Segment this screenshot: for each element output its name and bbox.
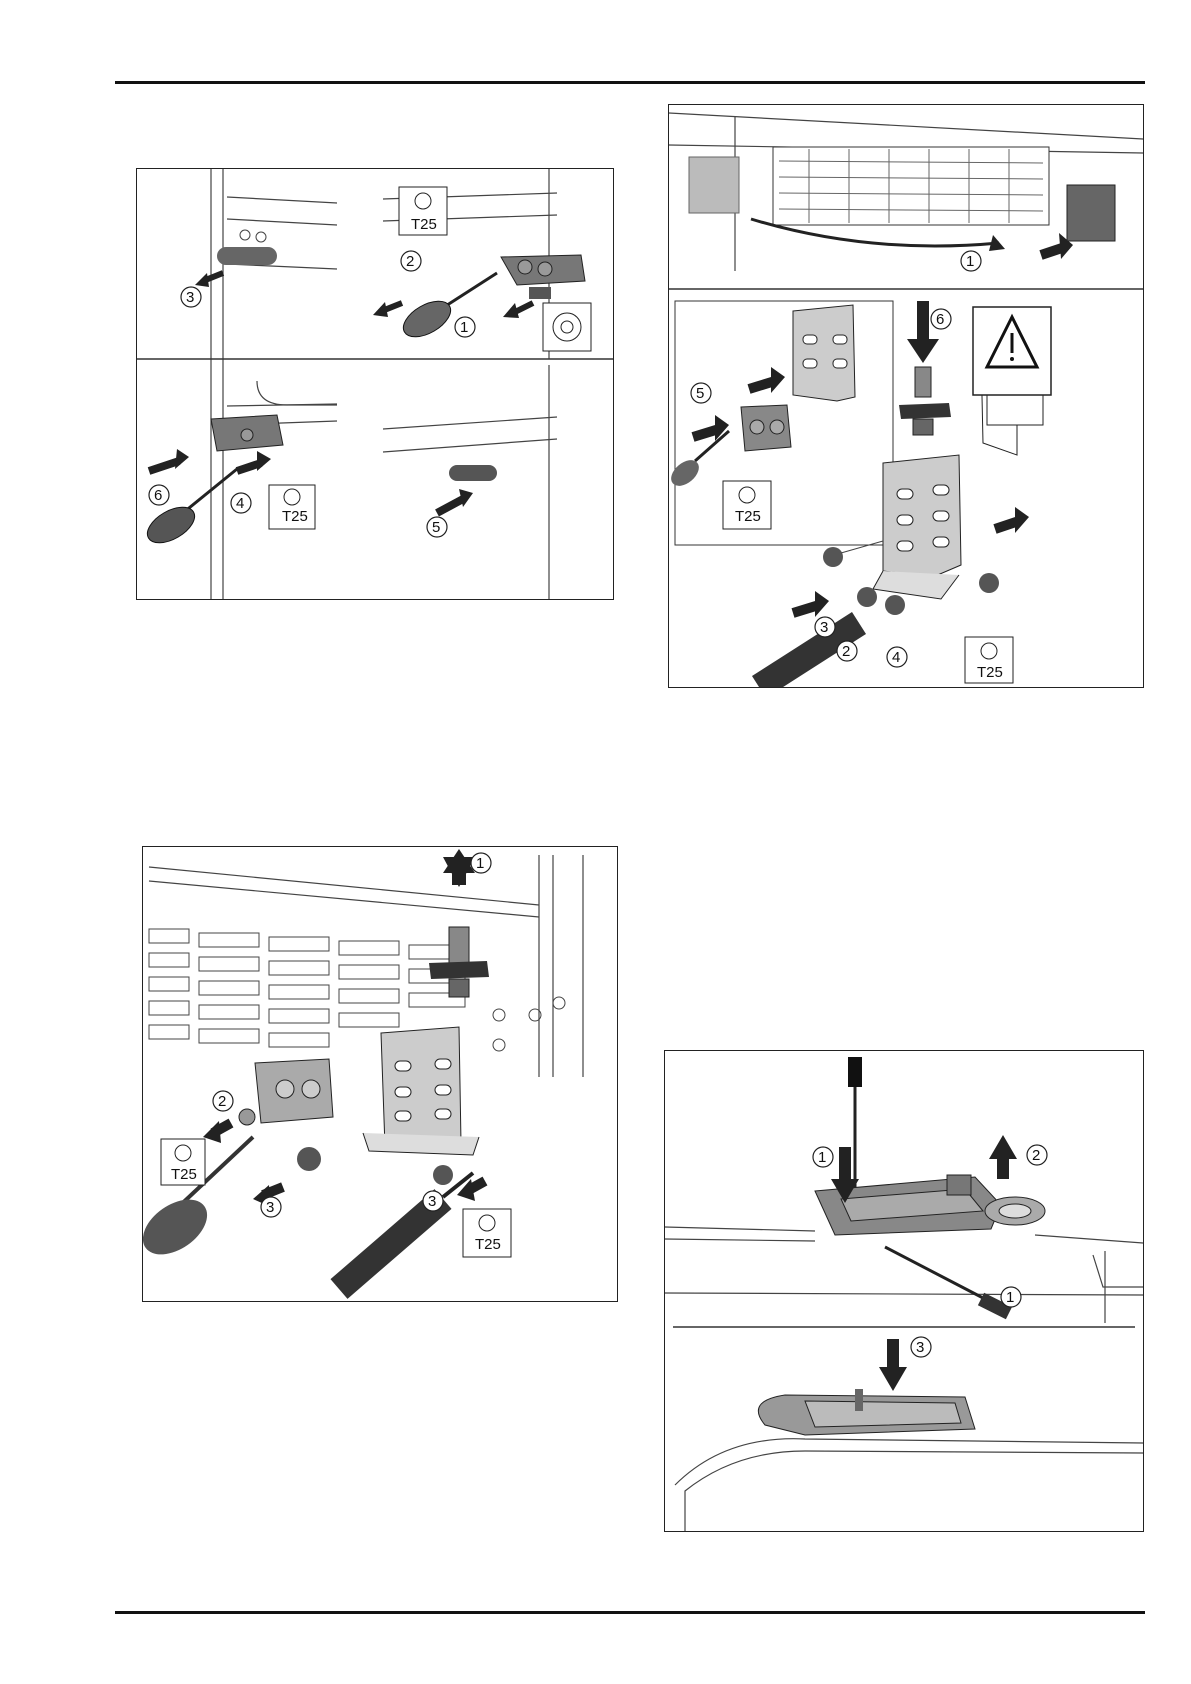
tool-label-t25: T25 [411, 216, 437, 233]
callout-2: 2 [218, 1093, 226, 1110]
callout-2: 2 [406, 253, 414, 270]
header-rule [115, 81, 1145, 84]
callout-3: 3 [820, 619, 828, 636]
callout-3: 3 [428, 1193, 436, 1210]
callout-4: 4 [892, 649, 900, 666]
tool-label-t25: T25 [171, 1166, 197, 1183]
figure-top-hinge-cover: 1 2 1 3 [664, 1050, 1144, 1532]
tool-label-t25: T25 [735, 508, 761, 525]
callout-1: 1 [460, 319, 468, 336]
callout-1: 1 [1006, 1289, 1014, 1306]
callout-3: 3 [266, 1199, 274, 1216]
figure-hinge-bracket-removal: T25 T25 1 2 3 3 [142, 846, 618, 1302]
callout-3: 3 [186, 289, 194, 306]
tool-label-t25: T25 [475, 1236, 501, 1253]
callout-2: 2 [1032, 1147, 1040, 1164]
callout-1: 1 [966, 253, 974, 270]
footer-rule [115, 1611, 1145, 1614]
tool-label-t25: T25 [282, 508, 308, 525]
callout-6: 6 [936, 311, 944, 328]
figure-hinge-cover-removal: T25 T25 1 2 3 4 5 6 [136, 168, 614, 600]
callout-1: 1 [818, 1149, 826, 1166]
callout-6: 6 [154, 487, 162, 504]
callout-5: 5 [696, 385, 704, 402]
callout-5: 5 [432, 519, 440, 536]
callout-3: 3 [916, 1339, 924, 1356]
callout-4: 4 [236, 495, 244, 512]
figure-hinge-bracket-mounting: T25 T25 1 2 3 4 5 6 [668, 104, 1144, 688]
tool-label-t25: T25 [977, 664, 1003, 681]
callout-2: 2 [842, 643, 850, 660]
callout-1: 1 [476, 855, 484, 872]
